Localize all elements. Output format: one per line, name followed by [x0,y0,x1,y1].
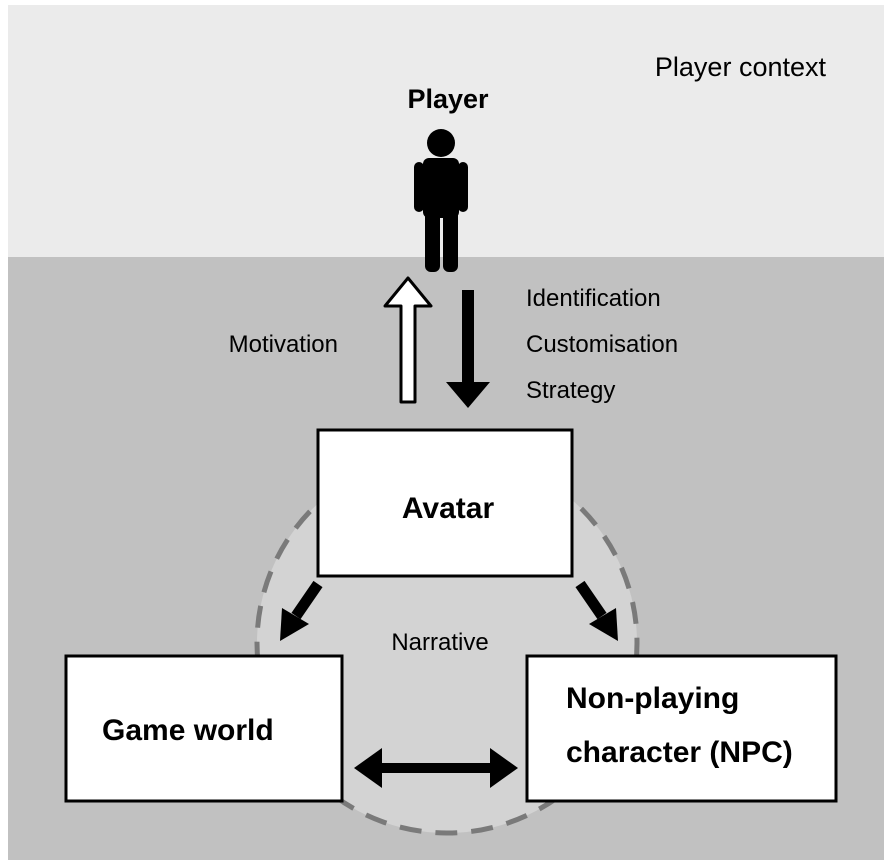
identification-label: Identification [526,285,661,312]
person-icon [414,129,468,272]
customisation-label: Customisation [526,331,678,358]
motivation-label: Motivation [229,331,338,358]
player-context-label: Player context [655,52,827,82]
motivation-arrow [383,276,433,404]
npc-box [525,654,838,803]
npc-label-line-1: Non-playing [566,682,739,715]
player-label: Player [407,84,489,114]
avatar-to-game-world-arrow [280,580,323,641]
game-world-label: Game world [102,714,274,747]
game-world-npc-double-arrow [354,748,518,788]
avatar-to-npc-arrow [575,580,618,641]
narrative-label: Narrative [391,629,488,656]
avatar-box [316,428,574,578]
identification-arrow [446,290,490,408]
npc-label-line-2: character (NPC) [566,736,793,769]
game-world-box [64,654,344,803]
avatar-label: Avatar [402,492,495,525]
strategy-label: Strategy [526,377,615,404]
